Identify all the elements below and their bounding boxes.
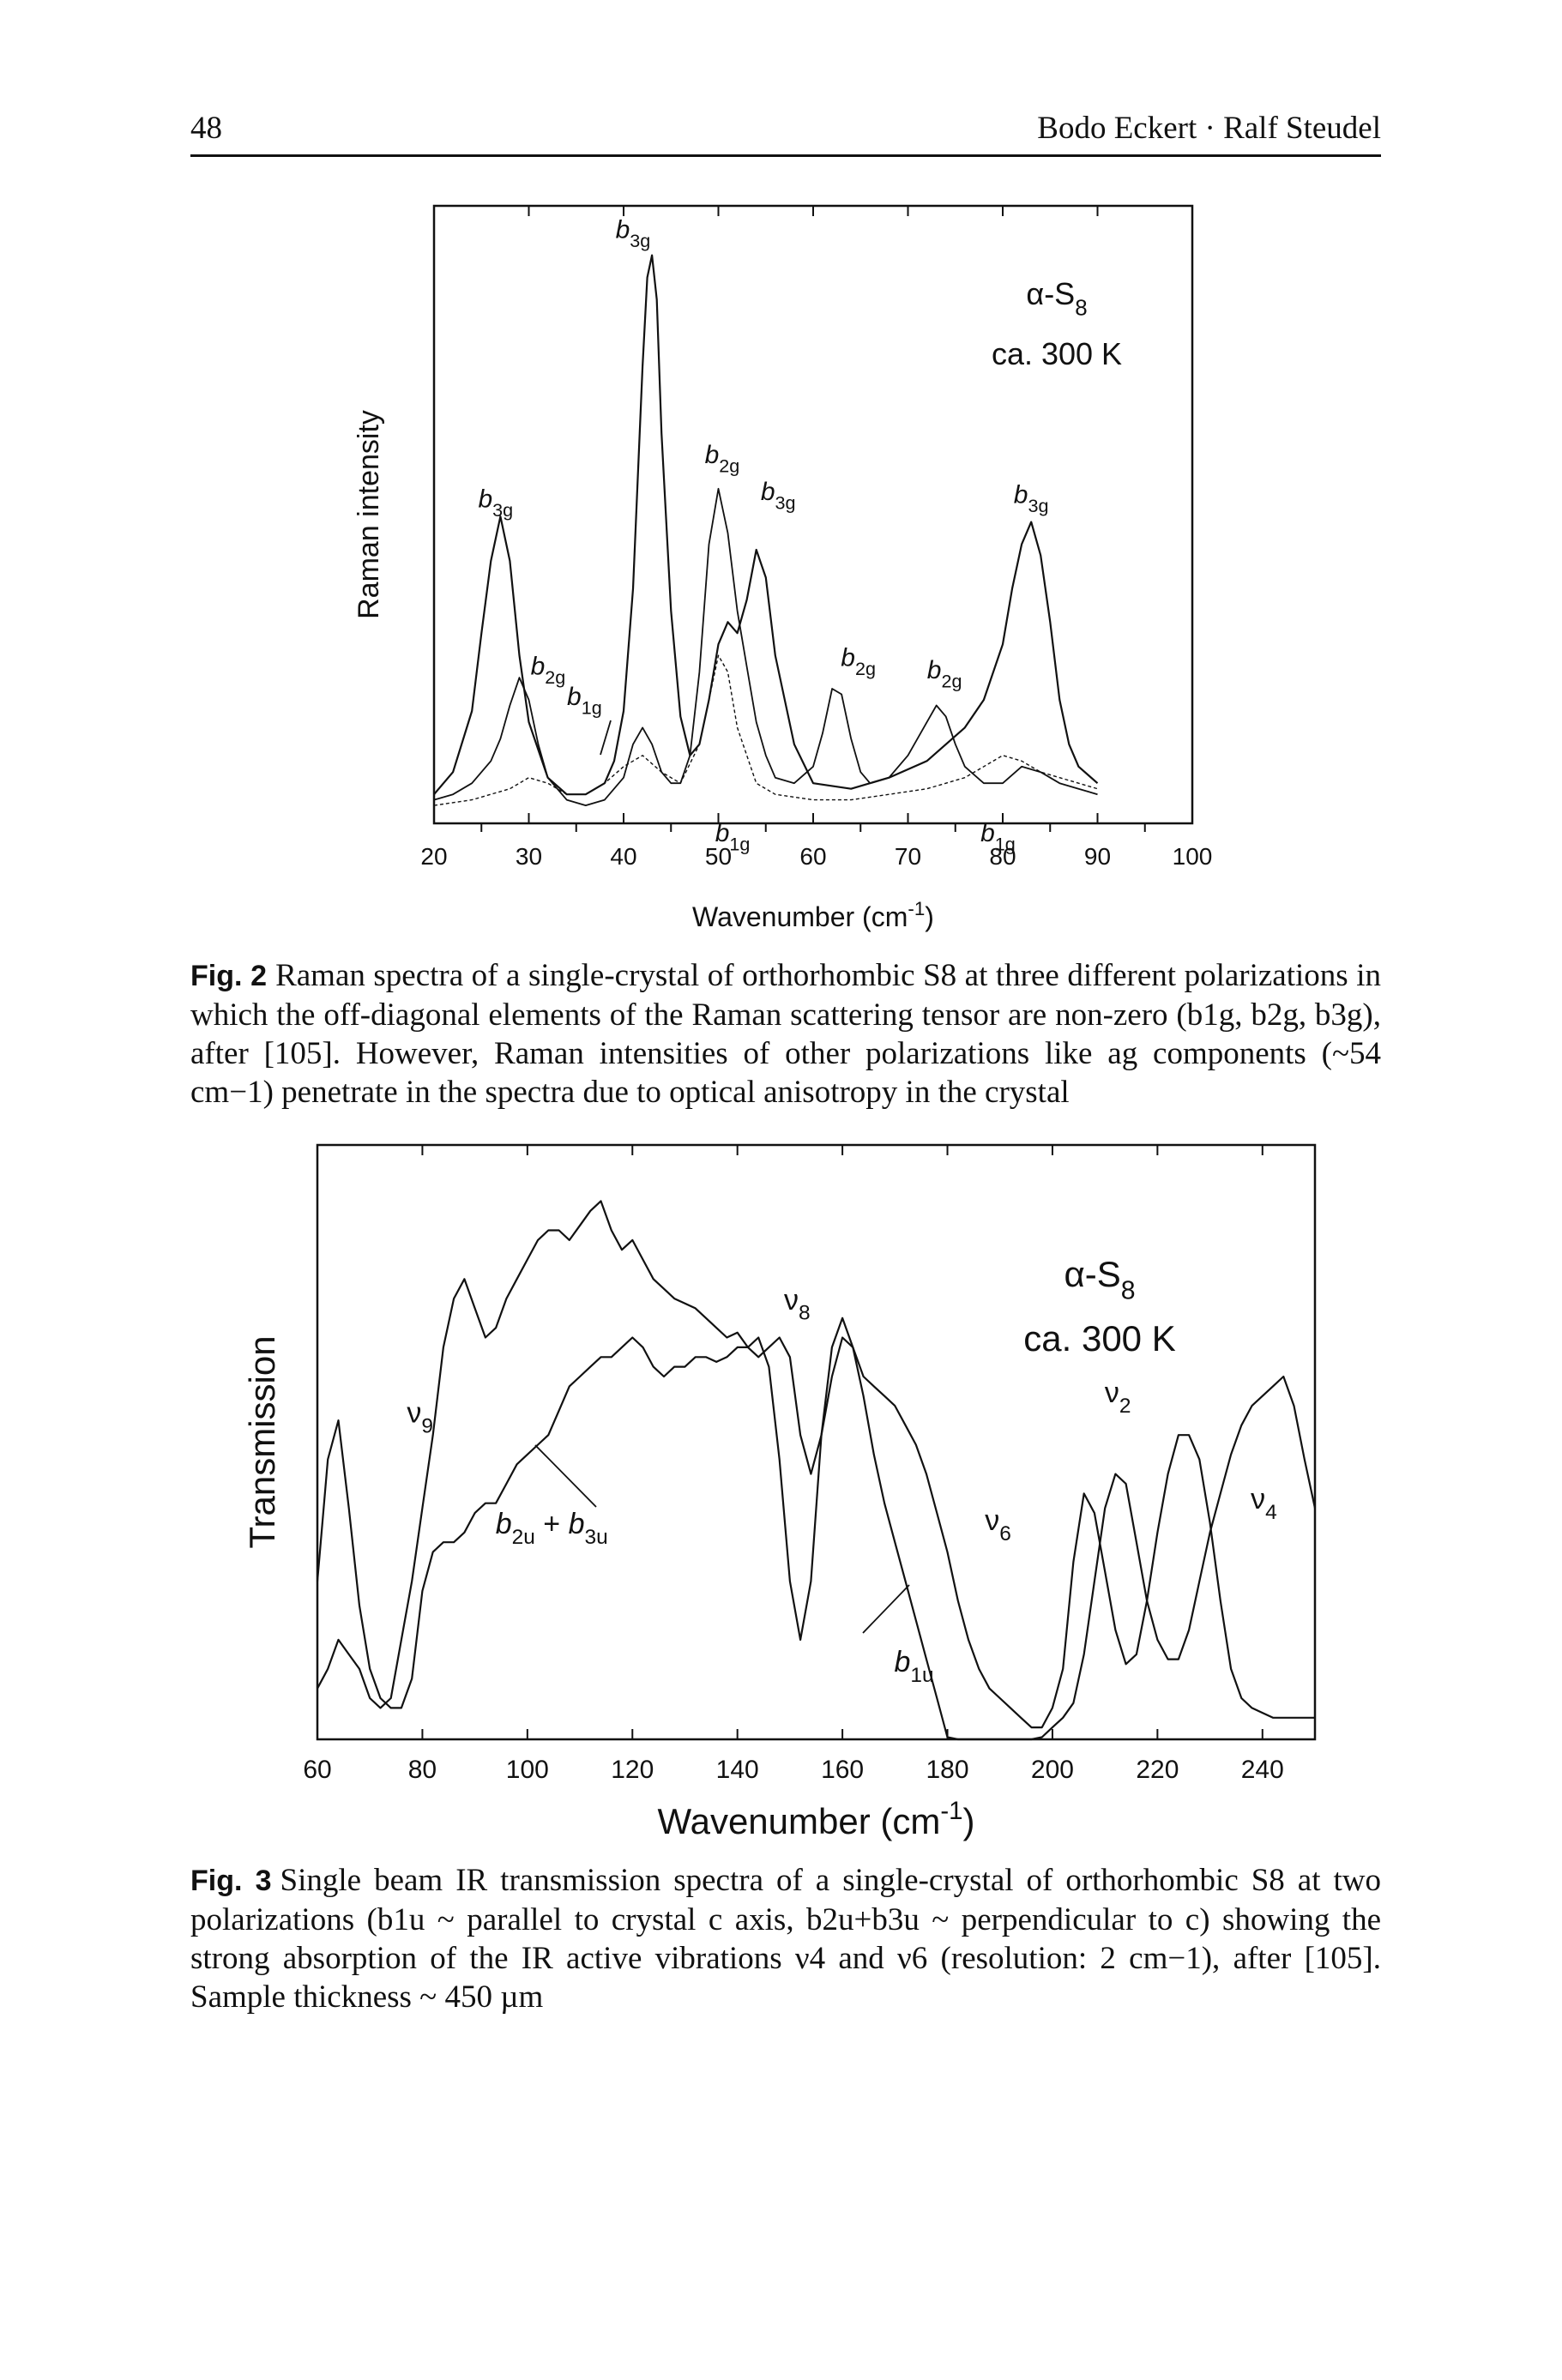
temperature-label: ca. 300 K (1023, 1318, 1175, 1359)
header-rule (190, 154, 1381, 157)
series-line-b2u-b3u (316, 1317, 1315, 1729)
sample-label: α-S8 (1064, 1254, 1135, 1305)
x-tick-label: 100 (1173, 843, 1213, 870)
y-axis-label: Raman intensity (353, 410, 385, 619)
peak-label-b2g: b2g (841, 644, 876, 680)
x-tick-label: 40 (610, 843, 636, 870)
peak-label-b2g: b2g (705, 441, 740, 477)
temperature-label: ca. 300 K (992, 336, 1122, 371)
x-tick-label: 120 (611, 1756, 654, 1784)
x-tick-label: 140 (716, 1756, 759, 1784)
x-tick-label: 50 (705, 843, 732, 870)
plot-frame (316, 1143, 1317, 1741)
x-tick-label: 240 (1241, 1756, 1284, 1784)
x-axis-label: Wavenumber (cm-1) (692, 898, 934, 932)
peak-label-b3g: b3g (761, 478, 796, 514)
pointer-line (534, 1444, 597, 1508)
x-tick-label: 60 (303, 1756, 331, 1784)
x-tick-label: 20 (420, 843, 447, 870)
x-tick-label: 30 (516, 843, 542, 870)
pointer-line (600, 720, 612, 756)
x-tick-label: 220 (1136, 1756, 1179, 1784)
peak-label-b2g: b2g (531, 653, 566, 689)
x-tick-label: 90 (1084, 843, 1111, 870)
peak-label-b2ub3u: b2u + b3u (496, 1508, 608, 1549)
x-tick-label: 60 (799, 843, 826, 870)
x-tick-label: 200 (1031, 1756, 1074, 1784)
peak-label-b2g: b2g (927, 656, 962, 692)
x-tick-label: 160 (821, 1756, 864, 1784)
page-number: 48 (190, 111, 222, 146)
peak-label-b1g: b1g (567, 683, 602, 719)
x-tick-label: 80 (989, 843, 1016, 870)
peak-label-ν9: ν9 (407, 1397, 433, 1438)
running-head: Bodo Eckert · Ralf Steudel (1037, 111, 1381, 146)
peak-label-ν8: ν8 (784, 1284, 811, 1325)
figure-2-text: Raman spectra of a single-crystal of ort… (190, 958, 1381, 1110)
x-tick-label: 180 (926, 1756, 968, 1784)
peak-label-b1g: b1g (715, 819, 751, 855)
x-tick-label: 70 (895, 843, 921, 870)
peak-label-b3g: b3g (616, 216, 651, 252)
peak-label-b1g: b1g (980, 819, 1016, 855)
series-line-b2g (433, 487, 1098, 806)
figure-2-label: Fig. 2 (190, 960, 268, 992)
figure-3-text: Single beam IR transmission spectra of a… (190, 1863, 1381, 2015)
series-line-b1u (317, 1200, 1317, 1741)
x-tick-label: 80 (408, 1756, 437, 1784)
y-axis-label: Transmission (242, 1335, 282, 1548)
figure-3-label: Fig. 3 (190, 1865, 272, 1897)
peak-label-ν2: ν2 (1105, 1377, 1131, 1418)
pointer-line (862, 1584, 910, 1634)
peak-label-b3g: b3g (1014, 481, 1049, 517)
sample-label: α-S8 (1026, 276, 1087, 321)
x-axis-label: Wavenumber (cm-1) (658, 1797, 975, 1841)
x-tick-label: 100 (506, 1756, 549, 1784)
peak-label-b1u: b1u (894, 1646, 933, 1687)
peak-label-b3g: b3g (478, 485, 513, 521)
peak-label-ν6: ν6 (985, 1504, 1011, 1545)
peak-label-ν4: ν4 (1251, 1483, 1277, 1524)
